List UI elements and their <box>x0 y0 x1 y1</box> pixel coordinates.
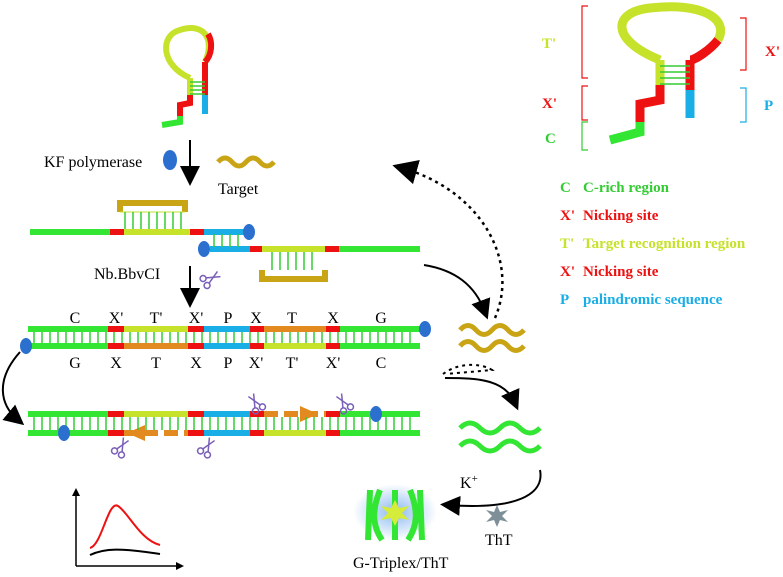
k-plus-label: K+ <box>460 473 478 492</box>
legend-text-1: Nicking site <box>583 208 659 224</box>
bracket-label-x-prime-right: X' <box>765 44 780 60</box>
release-arrow <box>423 264 491 320</box>
g-triplex-icon <box>353 484 437 542</box>
legend-code-2: T' <box>560 236 574 252</box>
nb-bbvci-label: Nb.BbvCI <box>94 266 160 283</box>
duplex-bottom-label-6: T' <box>286 355 299 372</box>
product-arrow <box>444 377 520 411</box>
legend-code-3: X' <box>560 264 575 280</box>
duplex-bottom-label-5: X' <box>249 355 264 372</box>
bracket-label-t-prime: T' <box>542 36 556 52</box>
duplex-top-label-5: X <box>250 310 262 327</box>
nicked-duplex <box>28 406 420 441</box>
duplex-bottom-label-3: X <box>190 355 202 372</box>
bracket-label-x-prime-left: X' <box>542 96 557 112</box>
scissors-icon <box>196 437 216 459</box>
hairpin-template <box>161 25 215 128</box>
duplex-bottom-label-2: T <box>151 355 161 372</box>
duplex-bottom-label-1: X <box>110 355 122 372</box>
cycle-arrow-left <box>1 351 25 426</box>
duplex-top-label-6: T <box>287 310 297 327</box>
scissors-icon <box>199 270 221 290</box>
legend-code-1: X' <box>560 208 575 224</box>
duplex-top-label-2: T' <box>150 310 163 327</box>
polymerase-icon <box>163 150 177 170</box>
scissors-icon <box>110 437 130 459</box>
duplex-bottom-labels: G X T X P X' T' X' C <box>69 355 386 372</box>
legend-text-4: palindromic sequence <box>583 292 723 308</box>
hairpin-detail <box>608 2 726 145</box>
duplex-bottom-label-8: C <box>376 355 387 372</box>
duplex-top-label-8: G <box>375 310 387 327</box>
released-target-strands <box>458 323 526 353</box>
duplex-bottom-label-0: G <box>69 355 81 372</box>
duplex-top-label-3: X' <box>189 310 204 327</box>
g-triplex-label: G-Triplex/ThT <box>353 555 449 572</box>
legend-text-3: Nicking site <box>583 264 659 280</box>
legend-code-4: P <box>560 292 569 308</box>
target-label: Target <box>218 181 259 198</box>
scissors-icon <box>247 393 267 415</box>
duplex-top-label-7: X <box>327 310 339 327</box>
scissors-icon <box>335 393 355 415</box>
fluorescence-plot-icon <box>72 488 184 570</box>
legend-text-0: C-rich region <box>583 180 670 196</box>
g-rich-product-strands <box>458 420 542 454</box>
tht-label: ThT <box>485 532 513 549</box>
duplex-top-label-4: P <box>224 310 233 327</box>
bracket-label-c: C <box>545 131 556 147</box>
kf-polymerase-label: KF polymerase <box>44 154 142 171</box>
extended-duplex <box>30 200 420 282</box>
hairpin-brackets: T' X' X' P C <box>542 5 780 151</box>
duplex-bottom-label-7: X' <box>326 355 341 372</box>
target-strand-icon <box>216 155 276 169</box>
legend-text-2: Target recognition region <box>583 236 746 252</box>
dotted-link <box>442 363 495 375</box>
full-duplex <box>20 321 431 354</box>
duplex-bottom-label-4: P <box>224 355 233 372</box>
duplex-top-label-1: X' <box>109 310 124 327</box>
tht-icon <box>486 505 508 527</box>
legend-code-0: C <box>560 180 571 196</box>
recycle-arrow-dotted <box>392 160 504 319</box>
bracket-label-p: P <box>764 98 773 114</box>
duplex-top-label-0: C <box>70 310 81 327</box>
triplex-arrow <box>440 469 542 516</box>
